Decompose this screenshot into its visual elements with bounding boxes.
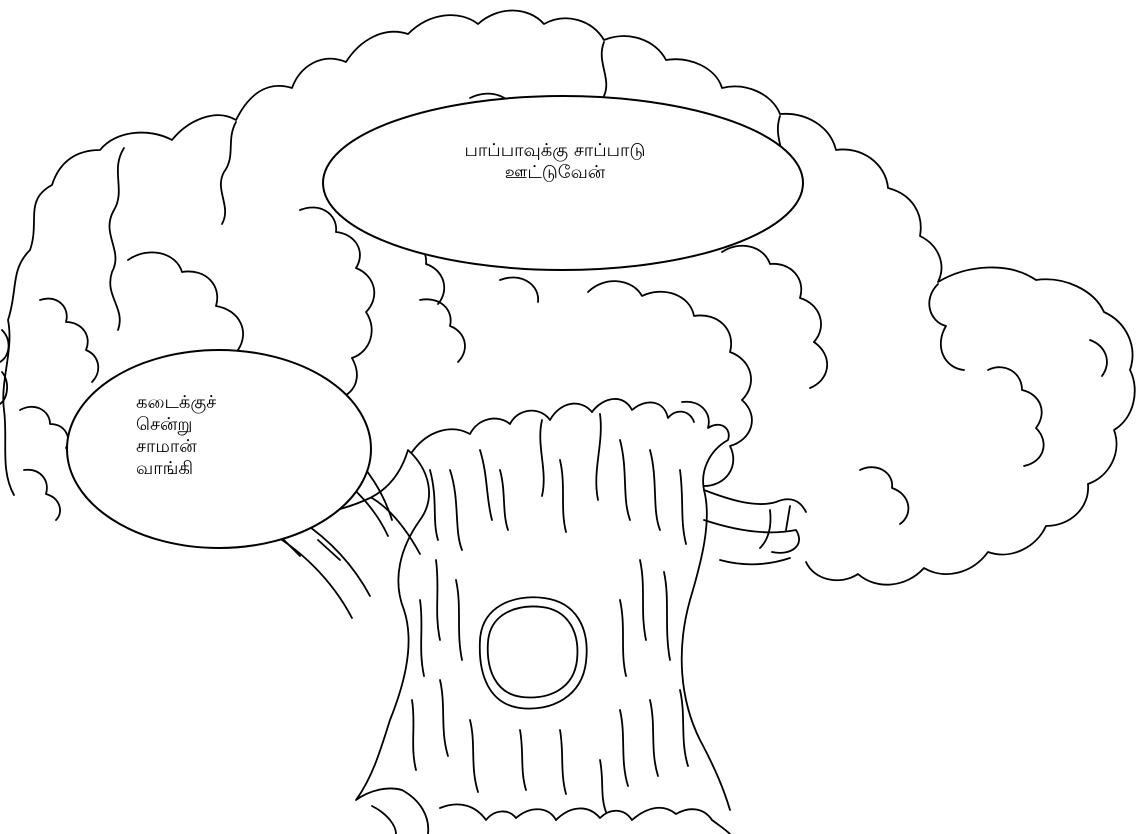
speech-bubble-top-text: பாப்பாவுக்கு சாப்பாடு ஊட்டுவேன் — [395, 140, 715, 184]
tree-crown-outline — [2, 9, 1136, 586]
tree-roots — [401, 789, 430, 834]
speech-bubble-left-line-1: கடைக்குச் — [136, 392, 217, 413]
knot-hole-inner — [486, 605, 579, 699]
speech-bubble-top-line-2: ஊட்டுவேன் — [504, 162, 606, 183]
speech-bubble-top-line-1: பாப்பாவுக்கு சாப்பாடு — [464, 140, 646, 161]
tree-trunk-left — [255, 449, 430, 801]
speech-bubble-left-line-3: சாமான் — [136, 436, 197, 457]
tree-trunk-right — [680, 400, 731, 811]
speech-bubble-left-area: கடைக்குச் சென்று சாமான் வாங்கி — [67, 350, 371, 548]
knot-hole-outer — [478, 596, 588, 710]
speech-bubble-top — [322, 95, 804, 271]
speech-bubble-left-text: கடைக்குச் சென்று சாமான் வாங்கி — [136, 392, 336, 480]
speech-bubble-left — [66, 349, 372, 549]
speech-bubble-left-line-2: சென்று — [136, 414, 193, 435]
speech-bubble-left-line-4: வாங்கி — [136, 458, 194, 479]
